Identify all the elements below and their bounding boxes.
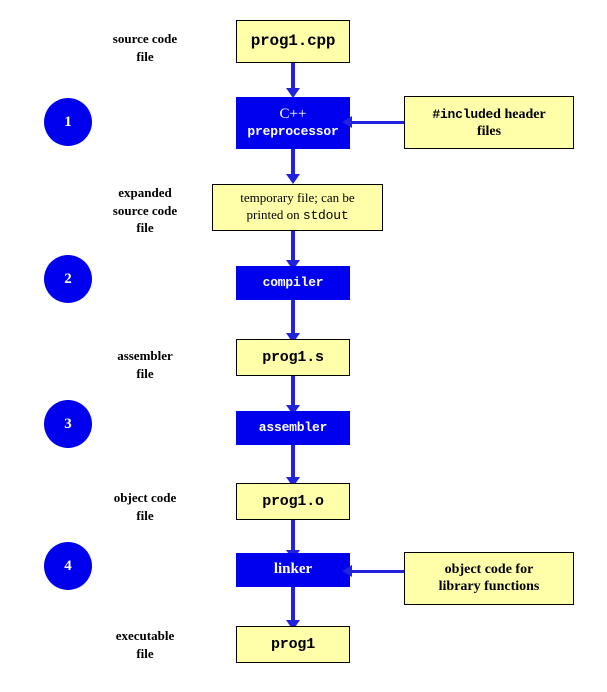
step-circle-3: 3 <box>44 400 92 448</box>
arrow-headers-to-preprocessor <box>342 116 404 128</box>
arrow-head-icon <box>342 116 352 128</box>
node-label: prog1.cpp <box>250 32 336 51</box>
node-label-line1: #included header <box>432 105 545 124</box>
node-label-line1: temporary file; can be <box>240 190 355 206</box>
arrow-preprocessor-to-temporary-file <box>286 149 300 184</box>
step-circle-4: 4 <box>44 542 92 590</box>
printed-on-text: printed on <box>246 206 303 222</box>
arrow-head-icon <box>286 333 300 343</box>
node-label-line2: files <box>476 123 502 139</box>
node-label: prog1.s <box>262 348 324 366</box>
node-label-line2: preprocessor <box>247 124 339 140</box>
arrow-prog1o-to-linker <box>286 520 300 560</box>
node-prog1-s: prog1.s <box>236 339 350 376</box>
node-prog1-o: prog1.o <box>236 483 350 520</box>
node-label-line2: library functions <box>438 578 540 594</box>
step-number: 2 <box>64 270 72 287</box>
node-label-line1: C++ <box>279 106 307 123</box>
side-label-executable-file: executable file <box>115 628 175 661</box>
node-library-object-code: object code for library functions <box>404 552 574 605</box>
side-label-source-code-file: source code file <box>112 31 178 64</box>
arrow-prog1s-to-assembler <box>286 376 300 415</box>
side-label-object-code-file: object code file <box>113 490 177 523</box>
arrow-head-icon <box>286 620 300 630</box>
arrow-linker-to-prog1 <box>286 587 300 630</box>
step-number: 3 <box>64 415 72 432</box>
arrow-temporary-file-to-compiler <box>286 231 300 270</box>
arrow-head-icon <box>286 405 300 415</box>
arrow-compiler-to-prog1s <box>286 300 300 343</box>
node-label: prog1 <box>270 635 315 653</box>
arrow-head-icon <box>286 260 300 270</box>
step-circle-1: 1 <box>44 98 92 146</box>
node-compiler: compiler <box>236 266 350 300</box>
node-linker: linker <box>236 553 350 587</box>
stdout-text: stdout <box>302 207 349 223</box>
node-label: assembler <box>258 420 328 436</box>
node-label: prog1.o <box>262 492 324 510</box>
arrow-prog1cpp-to-preprocessor <box>286 63 300 98</box>
node-prog1-cpp: prog1.cpp <box>236 20 350 63</box>
arrow-library-to-linker <box>342 565 404 577</box>
arrow-head-icon <box>342 565 352 577</box>
node-label: linker <box>273 561 313 578</box>
header-text: d header <box>493 106 546 122</box>
node-temporary-file: temporary file; can be printed on stdout <box>212 184 383 231</box>
node-assembler: assembler <box>236 411 350 445</box>
node-label: compiler <box>262 275 324 291</box>
node-included-header-files: #included header files <box>404 96 574 149</box>
node-label-line1: object code for <box>444 561 534 577</box>
step-circle-2: 2 <box>44 255 92 303</box>
node-cpp-preprocessor: C++ preprocessor <box>236 97 350 149</box>
node-label-line2: printed on stdout <box>247 206 349 225</box>
side-label-assembler-file: assembler file <box>117 348 173 381</box>
arrow-head-icon <box>286 174 300 184</box>
arrow-assembler-to-prog1o <box>286 445 300 487</box>
include-directive-text: #include <box>432 106 494 122</box>
arrow-head-icon <box>286 88 300 98</box>
node-prog1: prog1 <box>236 626 350 663</box>
step-number: 4 <box>64 557 72 574</box>
arrow-head-icon <box>286 477 300 487</box>
side-label-expanded-source-code-file: expanded source code file <box>112 185 178 236</box>
step-number: 1 <box>64 113 72 130</box>
